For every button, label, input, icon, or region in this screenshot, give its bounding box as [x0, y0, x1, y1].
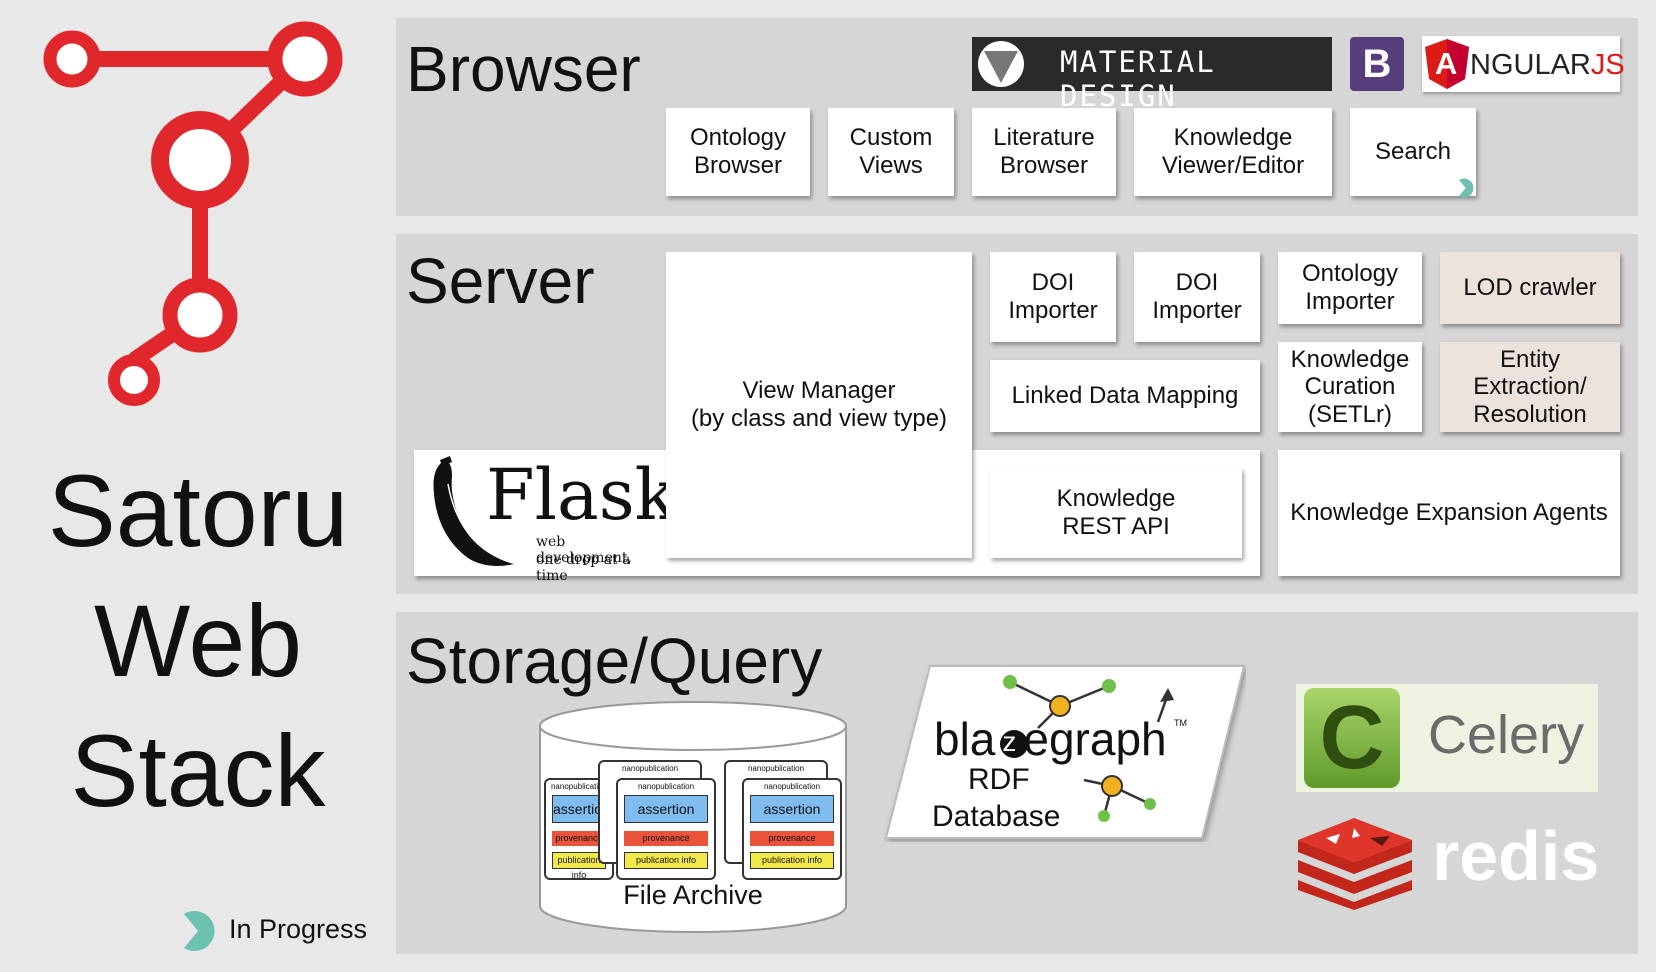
database-label: Database [932, 800, 1061, 833]
nanopub-header: nanopublication [637, 782, 695, 791]
doi-importer-box-2: DOI Importer [1134, 252, 1260, 342]
material-design-text: MATERIAL DESIGN [1060, 45, 1216, 113]
celery-wordmark: Celery [1428, 705, 1585, 765]
knowledge-rest-api-box: Knowledge REST API [990, 468, 1242, 558]
angular-js-suffix: JS [1590, 49, 1625, 81]
doi-importer-box-1: DOI Importer [990, 252, 1116, 342]
flask-horn-icon [433, 456, 514, 566]
in-progress-icon [184, 911, 215, 951]
angular-shield-icon [1425, 39, 1469, 89]
assertion-band: assertion [750, 795, 834, 823]
search-in-progress-icon [1458, 178, 1474, 198]
browser-layer-title: Browser [406, 33, 641, 105]
provenance-band: provenance [624, 831, 708, 846]
view-manager-box: View Manager (by class and view type) [666, 252, 972, 558]
bootstrap-logo: B [1350, 37, 1404, 91]
material-design-logo: MATERIAL DESIGN [972, 37, 1332, 113]
angularjs-logo: A NGULARJS [1422, 36, 1625, 92]
knowledge-curation-box: Knowledge Curation (SETLr) [1278, 342, 1422, 432]
blazegraph-word-end: egraph [1023, 713, 1167, 765]
storage-layer-title: Storage/Query [406, 625, 823, 697]
nanopub-card-front-right: nanopublication assertion provenance pub… [742, 778, 842, 880]
nanopub-header: nanopublication [621, 764, 679, 773]
flask-tagline-2: one drop at a time [536, 552, 631, 584]
nanopub-header: nanopublication [550, 782, 608, 791]
search-box: Search [1350, 108, 1476, 196]
rdf-label: RDF [968, 763, 1030, 796]
file-archive-label: File Archive [623, 880, 763, 910]
lod-crawler-box: LOD crawler [1440, 252, 1620, 324]
nanopub-header: nanopublication [747, 764, 805, 773]
blazegraph-z: z [1002, 726, 1017, 757]
custom-views-box: Custom Views [828, 108, 954, 196]
celery-logo: C Celery [1296, 684, 1598, 792]
assertion-band: assertion [552, 795, 610, 823]
celery-c-icon: C [1304, 688, 1400, 788]
ontology-browser-box: Ontology Browser [666, 108, 810, 196]
literature-browser-box: Literature Browser [972, 108, 1116, 196]
angular-a-letter: A [1435, 46, 1458, 81]
knowledge-expansion-box: Knowledge Expansion Agents [1278, 450, 1620, 576]
satoru-logo-icon [43, 21, 343, 406]
blazegraph-trademark: TM [1174, 718, 1187, 728]
blazegraph-panel [884, 665, 1246, 839]
flask-logo: Flask web development, one drop at a tim… [414, 450, 677, 584]
provenance-band: provenance [750, 831, 834, 846]
knowledge-viewer-box: Knowledge Viewer/Editor [1134, 108, 1332, 196]
angular-word: NGULAR [1470, 49, 1591, 81]
title-line-web: Web [94, 584, 302, 698]
title-line-satoru: Satoru [47, 454, 349, 568]
pubinfo-band: publication info [552, 852, 606, 878]
flask-tagline-1: web development, [536, 534, 632, 566]
pubinfo-band: publication info [750, 852, 834, 869]
flask-wordmark: Flask [486, 454, 678, 536]
entity-extraction-box: Entity Extraction/ Resolution [1440, 342, 1620, 432]
ontology-importer-box: Ontology Importer [1278, 252, 1422, 324]
redis-wordmark: redis [1432, 817, 1600, 895]
pubinfo-band: publication info [624, 852, 708, 869]
redis-cube-icon [1298, 818, 1412, 910]
angular-wordmark: NGULARJS [1470, 49, 1625, 82]
title-line-stack: Stack [70, 714, 326, 828]
blazegraph-word-start: bla [934, 713, 996, 765]
server-layer-title: Server [406, 245, 595, 317]
assertion-band: assertion [624, 795, 708, 823]
nanopub-card-front-mid: nanopublication assertion provenance pub… [616, 778, 716, 880]
linked-data-mapping-box: Linked Data Mapping [990, 360, 1260, 432]
nanopub-header: nanopublication [763, 782, 821, 791]
provenance-band: provenance [552, 831, 606, 846]
in-progress-label: In Progress [229, 914, 368, 944]
material-design-icon [978, 41, 1024, 87]
